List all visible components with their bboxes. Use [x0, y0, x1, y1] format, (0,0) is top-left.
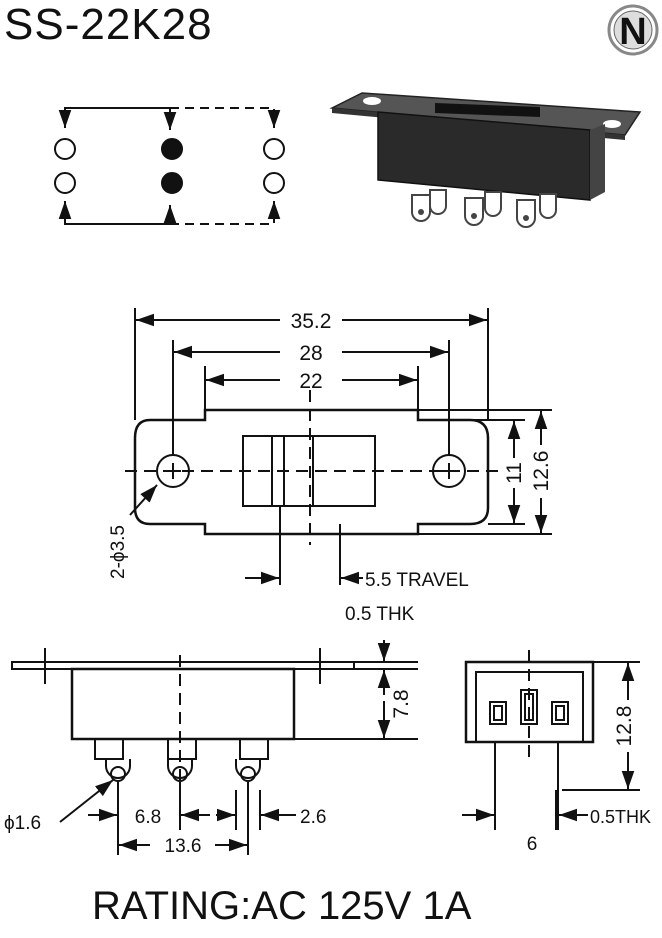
dim-13-6: 13.6: [165, 836, 202, 857]
switch-schematic: [54, 107, 285, 225]
part-number-title: SS-22K28: [4, 0, 213, 49]
dim-0-5-thk: 0.5 THK: [345, 604, 415, 625]
dim-22: 22: [299, 370, 322, 393]
dim-2-6: 2.6: [300, 807, 326, 828]
manufacturer-logo: N: [607, 4, 659, 56]
dim-6-8: 6.8: [135, 807, 161, 828]
dim-6: 6: [527, 834, 538, 855]
rating-text: RATING:AC 125V 1A: [92, 884, 472, 928]
dim-12-6: 12.6: [530, 451, 553, 492]
dim-7-8: 7.8: [390, 689, 413, 718]
dim-12-8: 12.8: [613, 706, 636, 747]
dim-11: 11: [503, 462, 526, 484]
dim-mount-holes: 2-ϕ3.5: [108, 525, 129, 579]
logo-letter: N: [619, 11, 646, 53]
end-view-drawing: 12.8 6 0.5THK: [462, 650, 651, 855]
dim-0-5thk: 0.5THK: [590, 807, 651, 827]
side-view-drawing: 0.5 THK 7.8 ϕ1.6 6.8 2.6 13.6: [4, 604, 418, 857]
switch-product-image: [329, 92, 642, 228]
dim-35-2: 35.2: [291, 310, 332, 333]
top-view-drawing: 35.2 28 22 11 12.6 2-ϕ3.5 5.5 TRAVEL: [108, 308, 553, 591]
dim-pin-dia: ϕ1.6: [4, 813, 41, 834]
dim-travel: 5.5 TRAVEL: [365, 570, 469, 591]
dim-28: 28: [299, 342, 322, 365]
